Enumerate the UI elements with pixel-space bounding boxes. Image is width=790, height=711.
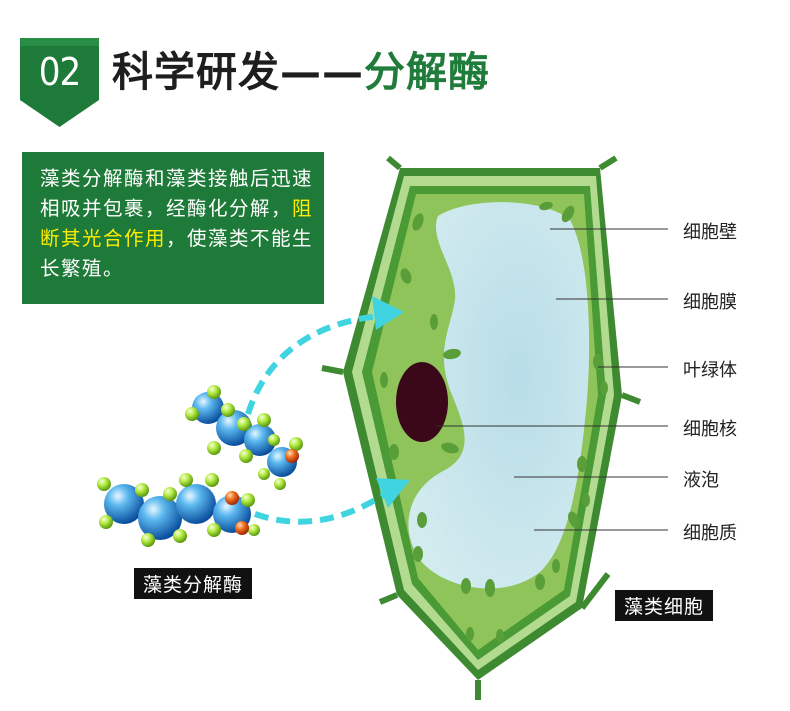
description-box: 藻类分解酶和藻类接触后迅速相吸并包裹，经酶化分解，阻断其光合作用，使藻类不能生长… <box>22 152 324 304</box>
label-cell-wall: 细胞壁 <box>683 222 737 243</box>
label-nucleus: 细胞核 <box>683 419 737 440</box>
badge-number: 02 <box>38 50 82 94</box>
cell-tag: 藻类细胞 <box>615 590 714 621</box>
section-number-badge: 02 <box>20 38 99 127</box>
nucleus <box>396 362 448 442</box>
upper-arrow <box>245 313 381 415</box>
title-accent: 分解酶 <box>364 48 490 96</box>
label-chloroplast: 叶绿体 <box>683 360 737 381</box>
leader-lines <box>436 228 668 531</box>
title-main: 科学研发—— <box>112 48 364 96</box>
label-cytoplasm: 细胞质 <box>683 523 737 544</box>
description-text-2: ，使藻类不能生长繁殖。 <box>40 227 314 280</box>
lower-arrow <box>253 491 387 525</box>
description-text-1: 藻类分解酶和藻类接触后迅速相吸并包裹，经酶化分解， <box>40 167 314 220</box>
enzyme-tag: 藻类分解酶 <box>134 568 253 599</box>
label-vacuole: 液泡 <box>683 470 719 491</box>
description-highlight: 阻断其光合作用 <box>40 197 314 250</box>
enzyme-molecules <box>97 385 303 547</box>
lower-arrowhead <box>376 478 410 508</box>
vacuole <box>408 202 590 589</box>
chloroplasts <box>380 201 608 643</box>
label-cell-membrane: 细胞膜 <box>683 292 737 313</box>
dashed-arrows <box>245 296 410 525</box>
badge-shape <box>20 38 99 127</box>
page-title: 科学研发——分解酶 <box>112 38 490 98</box>
upper-arrowhead <box>372 296 404 330</box>
